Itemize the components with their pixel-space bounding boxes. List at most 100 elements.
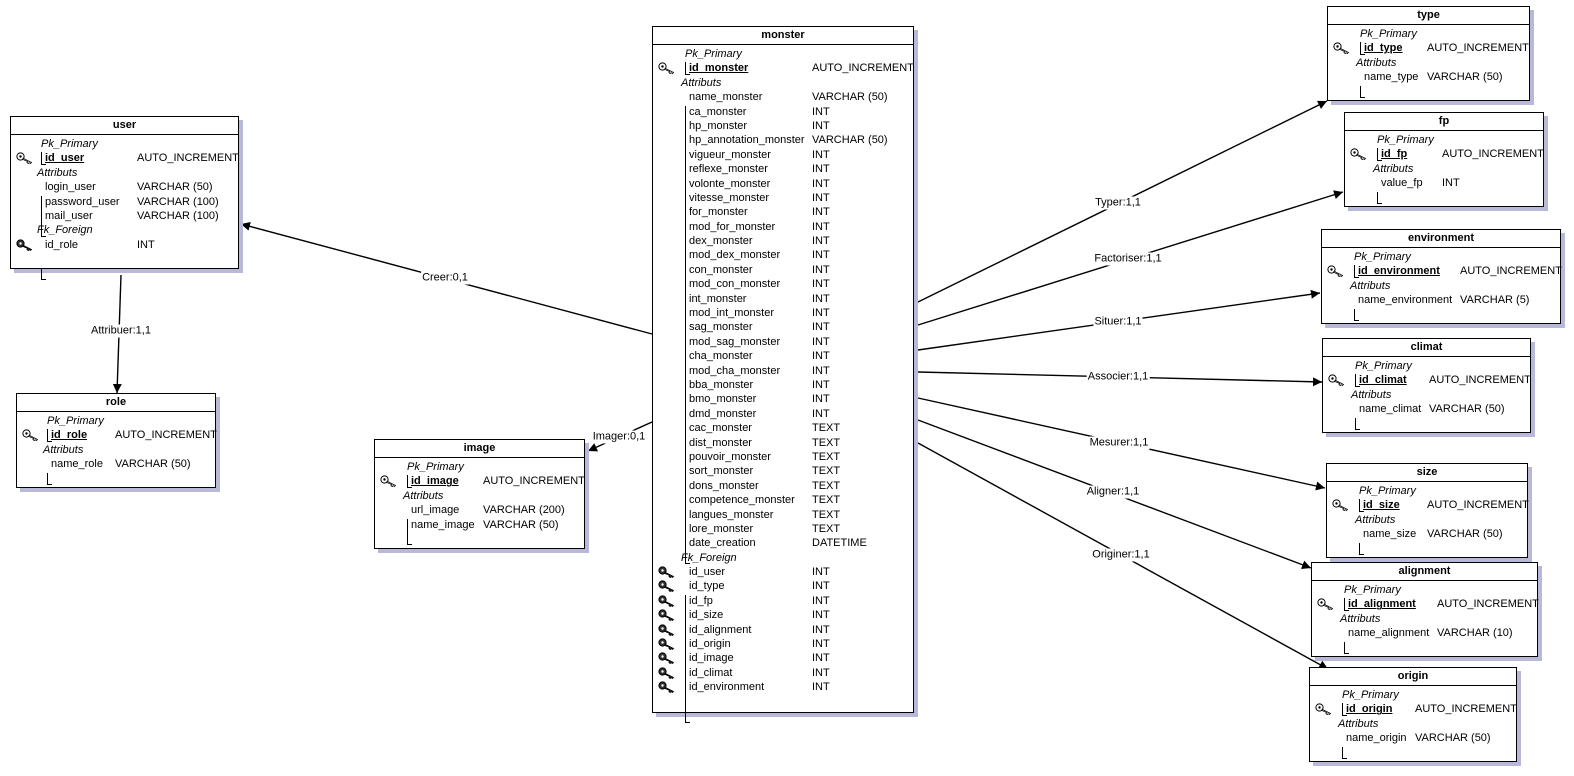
field-name: langues_monster (689, 508, 774, 521)
field-name: id_size (1363, 499, 1400, 512)
field-type: AUTO_INCREMENT (115, 429, 217, 442)
section-label: Attributs (1355, 513, 1396, 526)
field-name: date_creation (689, 537, 756, 550)
entity-title: user (11, 117, 238, 135)
field-name: name_alignment (1348, 627, 1430, 640)
primary-key-icon (22, 429, 39, 442)
field-name: id_alignment (1348, 598, 1416, 611)
field-type: TEXT (812, 494, 841, 507)
tree-connector (407, 518, 412, 546)
field-type: AUTO_INCREMENT (483, 475, 585, 488)
field-type: VARCHAR (200) (483, 504, 565, 517)
field-type: VARCHAR (50) (1427, 528, 1503, 541)
field-type: INT (812, 609, 830, 622)
primary-key-icon (1333, 42, 1350, 55)
field-name: id_environment (689, 681, 765, 694)
primary-key-icon (658, 62, 675, 75)
field-type: INT (812, 292, 830, 305)
field-name: id_type (1364, 42, 1403, 55)
foreign-key-icon (658, 566, 675, 579)
field-type: INT (812, 350, 830, 363)
